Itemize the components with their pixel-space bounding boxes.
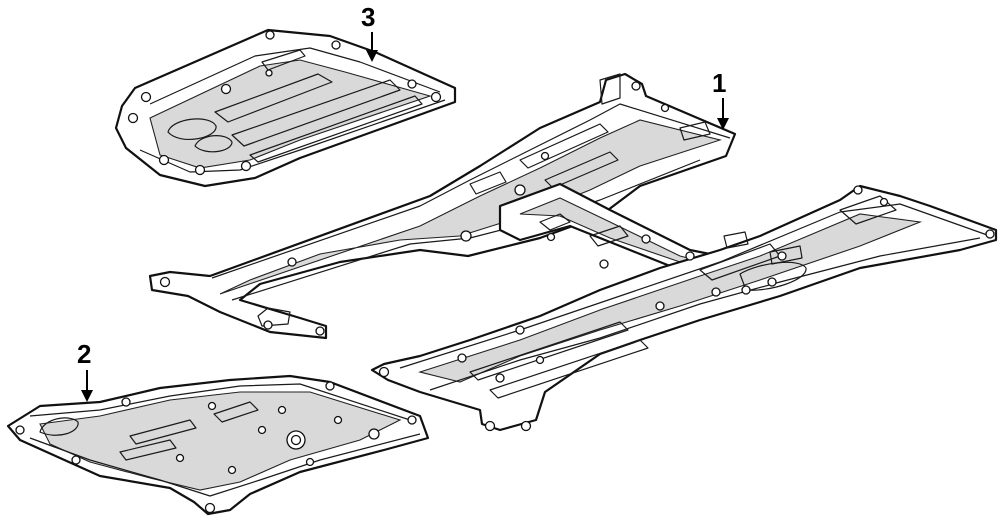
- part-2-rear-undercover: [6, 374, 430, 516]
- callout-3: 3: [361, 2, 378, 62]
- callout-1: 1: [712, 68, 729, 130]
- part-1-floor-undercover: [148, 72, 998, 432]
- callout-1-label: 1: [712, 68, 726, 98]
- callout-2-arrowhead: [81, 390, 93, 402]
- callout-1-arrowhead: [717, 118, 729, 130]
- callout-3-label: 3: [361, 2, 375, 32]
- part-3-front-undercover: [114, 28, 457, 188]
- callout-2-label: 2: [77, 339, 91, 369]
- callout-2: 2: [77, 339, 93, 402]
- callout-3-arrowhead: [366, 50, 378, 62]
